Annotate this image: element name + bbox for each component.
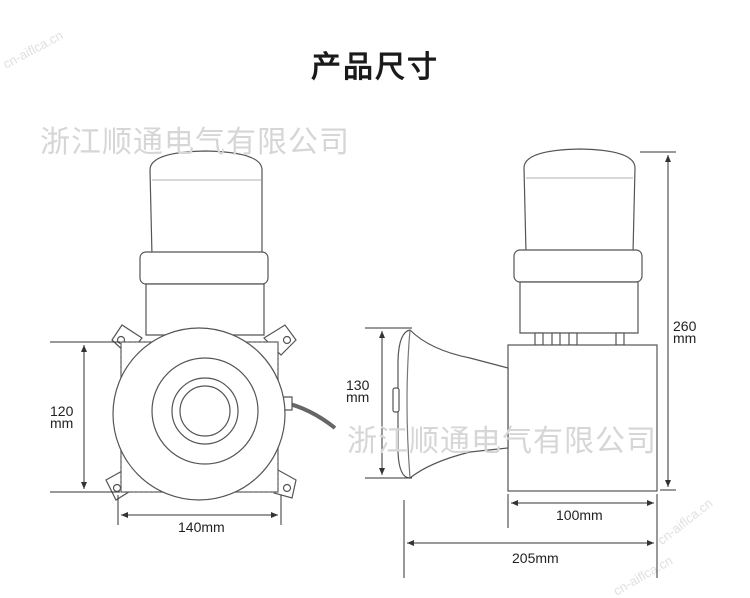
front-view <box>105 150 337 501</box>
front-height-unit: mm <box>50 415 74 431</box>
company-watermark: 浙江顺通电气有限公司 <box>347 424 657 459</box>
side-horn-height-unit: mm <box>346 389 370 405</box>
side-dimension-lines <box>365 151 676 578</box>
front-speaker-ring-inner <box>179 385 231 437</box>
side-lamp-dome <box>523 148 636 254</box>
side-horn-height-value: 130 <box>346 377 370 393</box>
front-height-label: 120 mm <box>50 403 74 431</box>
side-lamp-collar <box>513 249 643 283</box>
company-watermark: 浙江顺通电气有限公司 <box>40 125 350 160</box>
front-width-label: 140mm <box>178 519 225 535</box>
side-total-height-value: 260 <box>673 318 697 334</box>
front-dimension-lines <box>50 341 282 525</box>
front-lamp-dome <box>149 150 263 257</box>
front-height-value: 120 <box>50 403 74 419</box>
side-body-width-label: 100mm <box>556 507 603 523</box>
front-lamp-collar <box>139 251 269 285</box>
side-view <box>392 148 658 492</box>
side-body-box <box>507 344 658 492</box>
side-total-height-unit: mm <box>673 330 697 346</box>
side-horn <box>397 329 509 479</box>
side-total-height-label: 260 mm <box>673 318 697 346</box>
page-title: 产品尺寸 <box>311 50 439 85</box>
side-lamp-neck <box>519 281 639 334</box>
side-total-length-label: 205mm <box>512 550 559 566</box>
front-lamp-neck <box>145 283 265 336</box>
side-horn-height-label: 130 mm <box>346 377 370 405</box>
